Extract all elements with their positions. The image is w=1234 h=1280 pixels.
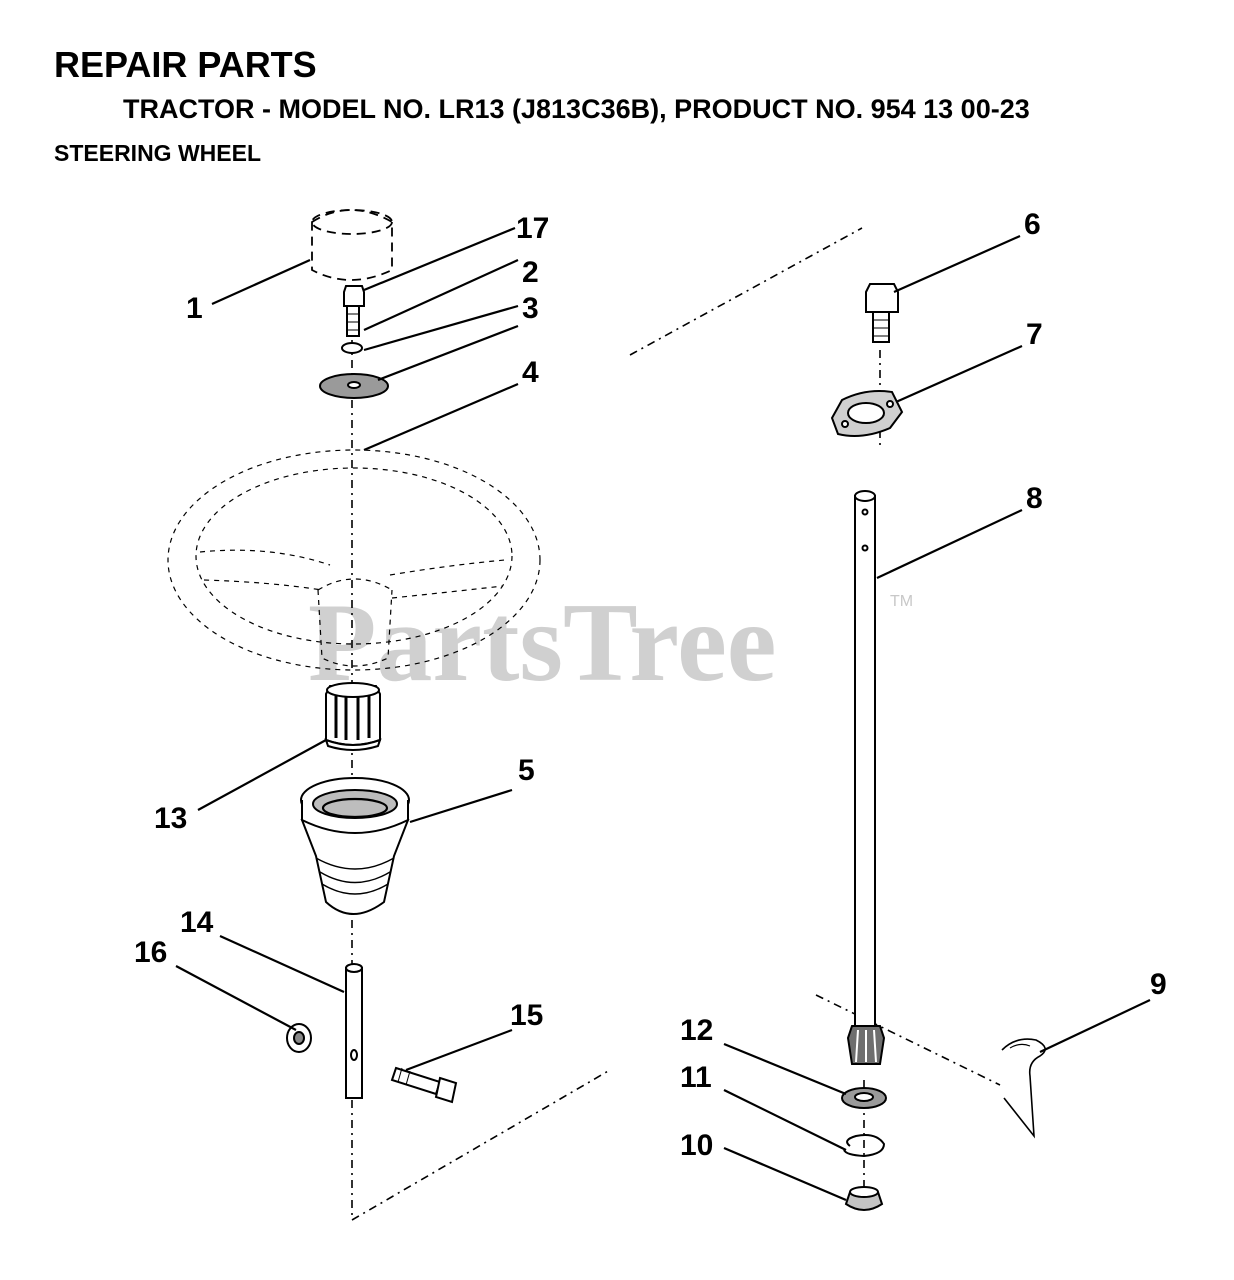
part-bushing-flange: [830, 390, 904, 437]
callout-13: 13: [154, 802, 187, 835]
callout-7: 7: [1026, 318, 1043, 351]
callout-14: 14: [180, 906, 214, 939]
callout-10: 10: [680, 1129, 713, 1162]
callout-12: 12: [680, 1014, 713, 1047]
part-pinion-gear: [846, 1025, 886, 1065]
watermark-text: PartsTree: [308, 581, 777, 705]
callout-2: 2: [522, 256, 539, 289]
callout-17: 17: [516, 212, 549, 245]
part-bolt-6: [865, 283, 899, 343]
leader-lines: [175, 226, 1151, 1202]
part-shaft: [345, 963, 363, 1099]
callout-numbers: 1 17 2 3 4 6 7 8 9 12 11 10 13 5 14 16 1…: [134, 208, 1167, 1162]
callout-6: 6: [1024, 208, 1041, 241]
page-title: REPAIR PARTS: [54, 44, 317, 85]
callout-5: 5: [518, 754, 535, 787]
callout-9: 9: [1150, 968, 1167, 1001]
part-bezel: [300, 777, 410, 915]
part-nut: [286, 1023, 312, 1053]
callout-4: 4: [522, 356, 539, 389]
part-cap: [311, 209, 393, 281]
alignment-lines: [351, 227, 1001, 1221]
part-steering-wheel: [167, 449, 541, 671]
callout-11: 11: [680, 1061, 712, 1094]
watermark-trademark: TM: [890, 593, 913, 610]
part-flat-washer: [319, 373, 389, 399]
part-bolt-15: [390, 1066, 458, 1104]
callout-1: 1: [186, 292, 203, 325]
part-bolt-17: [343, 285, 365, 337]
part-retaining-ring: [843, 1134, 886, 1158]
part-adapter: [324, 682, 382, 751]
callout-3: 3: [522, 292, 539, 325]
part-cap-nut: [844, 1186, 884, 1211]
watermark: PartsTree TM: [308, 581, 913, 705]
callout-8: 8: [1026, 482, 1043, 515]
callout-16: 16: [134, 936, 167, 969]
model-line: TRACTOR - MODEL NO. LR13 (J813C36B), PRO…: [123, 94, 1030, 124]
callout-15: 15: [510, 999, 543, 1032]
part-lock-washer: [341, 342, 363, 354]
section-title: STEERING WHEEL: [54, 140, 262, 166]
part-washer-12: [841, 1087, 887, 1109]
part-pin: [1001, 1038, 1046, 1139]
part-steering-shaft: [854, 490, 876, 1034]
